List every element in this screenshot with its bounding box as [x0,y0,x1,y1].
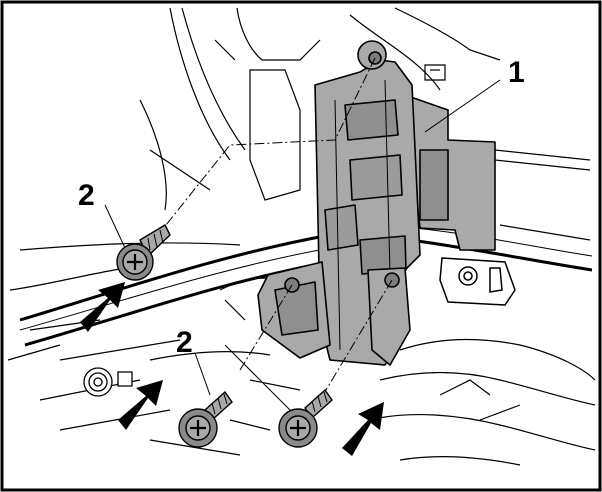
callout-2-upper: 2 [78,179,95,212]
screw-icon [278,388,333,448]
screw-icon [116,224,171,281]
leader-lines [104,79,501,421]
alignment-lines [149,57,393,401]
callout-1: 1 [508,56,525,89]
screw-icon [178,390,233,448]
body-grommet [83,367,133,397]
bracket-part [257,40,496,366]
install-direction-arrow-icon [80,282,384,456]
vehicle-body-outline [7,7,596,466]
body-bracket [439,257,516,306]
callout-2-lower: 2 [176,326,193,359]
